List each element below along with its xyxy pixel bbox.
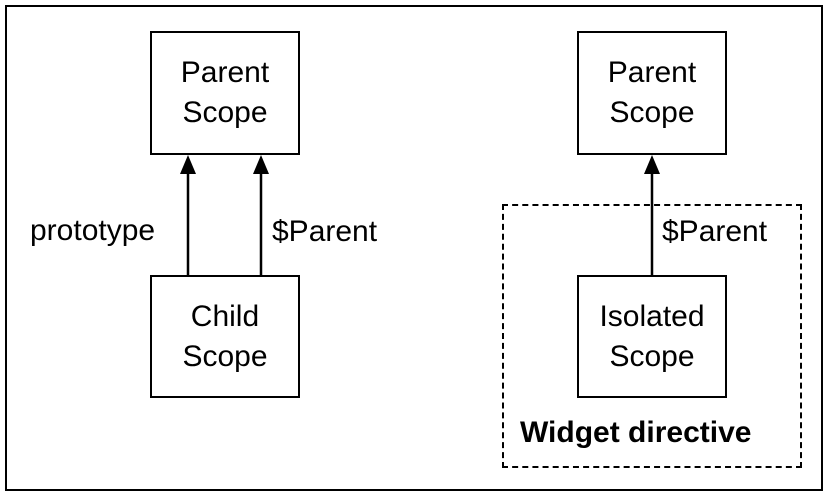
right-parent-ref-label: $Parent [662, 215, 768, 248]
left-parent-ref-label: $Parent [272, 215, 378, 248]
left-parent-scope-line2: Scope [182, 96, 268, 129]
prototype-label: prototype [30, 214, 156, 247]
left-parent-scope-box: Parent Scope [150, 31, 300, 155]
right-parent-scope-line1: Parent [607, 56, 697, 89]
child-scope-line2: Scope [182, 339, 268, 373]
right-parent-scope-line2: Scope [609, 96, 695, 129]
isolated-scope-box: Isolated Scope [577, 275, 727, 398]
isolated-scope-line1: Isolated [599, 299, 705, 333]
child-scope-line1: Child [190, 299, 260, 333]
left-parent-scope-line1: Parent [180, 56, 270, 89]
isolated-scope-line2: Scope [609, 339, 695, 373]
outer-frame [5, 5, 823, 491]
widget-directive-label: Widget directive [520, 416, 752, 449]
right-parent-scope-box: Parent Scope [577, 31, 727, 155]
child-scope-box: Child Scope [150, 275, 300, 398]
